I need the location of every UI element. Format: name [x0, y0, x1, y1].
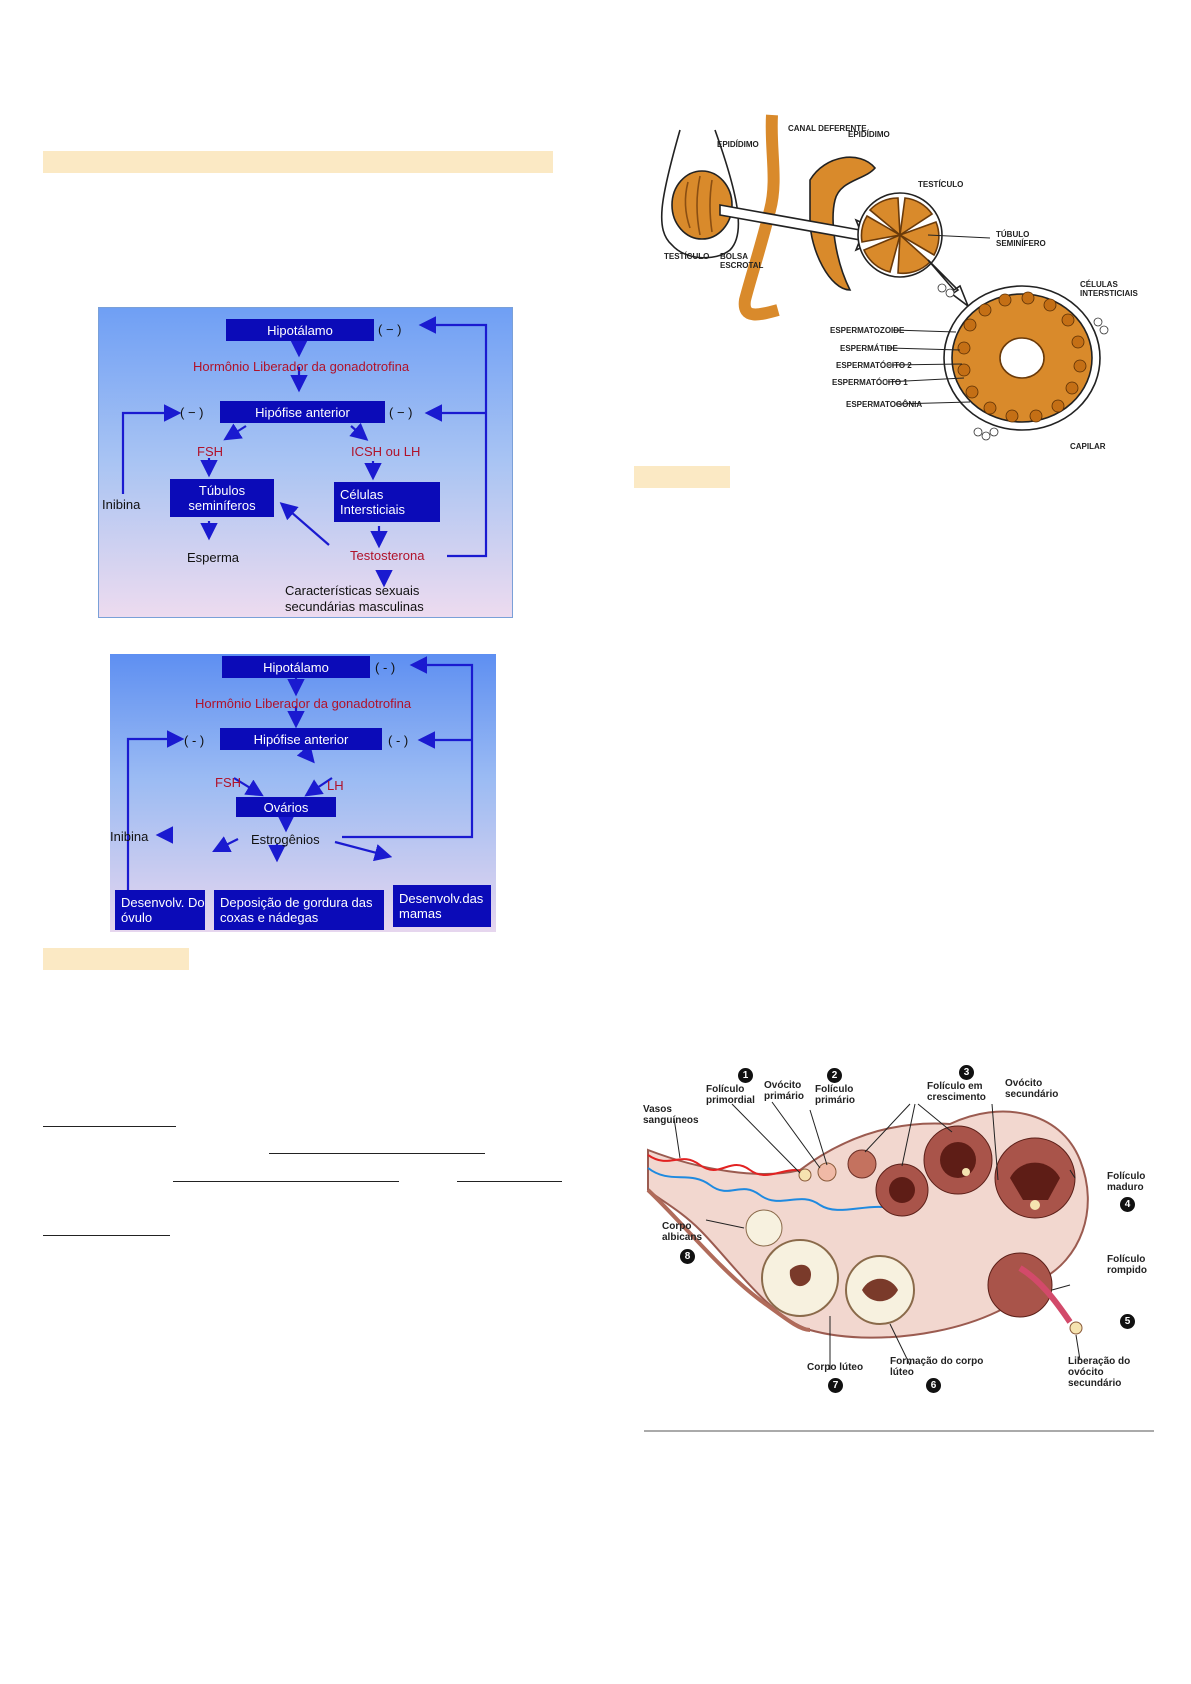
label-canal-deferente: CANAL DEFERENTE [788, 124, 867, 133]
negative-feedback-sign: ( − ) [378, 322, 402, 337]
label-bolsa-escrotal: BOLSA ESCROTAL [720, 252, 764, 270]
step-badge: 1 [738, 1068, 753, 1083]
desenvolv-mamas-box: Desenvolv.das mamas [393, 885, 491, 927]
step-badge: 4 [1120, 1197, 1135, 1212]
caracteristicas-line-2: secundárias masculinas [285, 599, 424, 614]
label-espermatozoide: ESPERMATOZOIDE [830, 326, 905, 335]
hormonio-liberador-label: Hormônio Liberador da gonadotrofina [193, 359, 410, 374]
tubulos-seminiferos-box: Túbulos seminíferos [170, 479, 274, 517]
negative-feedback-sign: ( - ) [375, 660, 396, 675]
caracteristicas-line-1: Características sexuais [285, 583, 420, 598]
label-espermatide: ESPERMÁTIDE [840, 344, 898, 353]
hipofise-anterior-box: Hipófise anterior [220, 728, 382, 750]
negative-feedback-sign: ( - ) [184, 733, 205, 748]
label-ovocito-primario: Ovócito primário [764, 1080, 805, 1102]
hipotalamo-box: Hipotálamo [222, 656, 370, 678]
male-flow-arrows [121, 316, 488, 588]
section-highlight-3 [634, 466, 730, 488]
label-epididimo-2: EPIDÍDIMO [848, 130, 890, 139]
label-testiculo: TESTÍCULO [918, 180, 964, 189]
hipofise-anterior-box: Hipófise anterior [220, 401, 385, 423]
female-flow-arrows [126, 656, 474, 916]
label-foliculo-maduro: Folículo maduro [1107, 1171, 1146, 1193]
ovary-illustration [646, 1101, 1089, 1370]
desenvolv-ovulo-box: Desenvolv. Do óvulo [115, 890, 205, 930]
negative-feedback-sign: ( - ) [388, 733, 409, 748]
esperma-label: Esperma [187, 550, 240, 565]
label-tubulo-seminifero: TÚBULO SEMINÍFERO [996, 230, 1046, 248]
celulas-intersticiais-box: Células Intersticiais [334, 482, 440, 522]
ovary-cycle-figure: 1 2 3 4 5 6 7 8 Folículo primordial Ovóc… [640, 1060, 1160, 1420]
label-capilar: CAPILAR [1070, 442, 1106, 451]
answer-line [173, 1181, 399, 1182]
label-testiculo-left: TESTÍCULO [664, 252, 710, 261]
label-espermatogonia: ESPERMATOGÔNIA [846, 400, 923, 409]
step-number: 4 [1124, 1199, 1131, 1210]
female-hormone-flowchart: Hipotálamo ( - ) Hormônio Liberador da g… [110, 654, 496, 932]
answer-line [457, 1181, 562, 1182]
section-highlight-1 [43, 151, 553, 173]
label-celulas-intersticiais: CÉLULAS INTERSTICIAIS [1080, 280, 1138, 298]
label-canal-deferente-text: CANAL DEFERENTE [788, 124, 867, 133]
step-badge: 7 [828, 1378, 843, 1393]
label-foliculo-crescimento: Folículo em crescimento [927, 1081, 986, 1103]
estrogenios-label-visible: Estrogênios [251, 832, 320, 847]
label-foliculo-rompido: Folículo rompido [1107, 1254, 1147, 1276]
label-foliculo-primordial: Folículo primordial [706, 1084, 755, 1106]
step-number: 5 [1124, 1316, 1131, 1327]
label-vasos-sanguineos: Vasos sanguíneos [643, 1104, 699, 1126]
fsh-label: FSH [197, 444, 223, 459]
negative-feedback-sign: ( − ) [180, 405, 204, 420]
male-hormone-flowchart: Hipotálamo ( − ) Hormônio Liberador da g… [98, 307, 513, 618]
testis-illustration [660, 114, 1109, 441]
step-badge: 2 [827, 1068, 842, 1083]
ovarios-box: Ovários [236, 797, 336, 817]
label-corpo-albicans: Corpo albicans [662, 1221, 703, 1243]
inibina-label: Inibina [102, 497, 141, 512]
step-badge: 3 [959, 1065, 974, 1080]
label-espermatocito-1: ESPERMATÓCITO 1 [832, 378, 908, 387]
figure-divider [644, 1430, 1154, 1432]
testosterona-label: Testosterona [350, 548, 425, 563]
answer-line [269, 1153, 485, 1154]
label-ovocito-secundario: Ovócito secundário [1005, 1078, 1059, 1100]
section-highlight-2 [43, 948, 189, 970]
step-number: 3 [963, 1067, 970, 1078]
step-number: 2 [831, 1070, 838, 1081]
hipotalamo-box: Hipotálamo [226, 319, 374, 341]
step-number: 7 [832, 1380, 839, 1391]
step-badge: 5 [1120, 1314, 1135, 1329]
step-badge: 8 [680, 1249, 695, 1264]
label-liberacao-ovocito: Liberação do ovócito secundário [1068, 1356, 1131, 1389]
testis-anatomy-figure: EPIDÍDIMO CANAL DEFERENTE EPIDÍDIMO TEST… [660, 110, 1150, 455]
label-foliculo-primario: Folículo primário [815, 1084, 856, 1106]
step-badge: 6 [926, 1378, 941, 1393]
label-formacao-corpo-luteo: Formação do corpo lúteo [890, 1356, 984, 1378]
label-espermatocito-2: ESPERMATÓCITO 2 [836, 361, 912, 370]
answer-line [43, 1235, 170, 1236]
step-number: 1 [742, 1070, 749, 1081]
inibina-label: Inibina [110, 829, 149, 844]
label-corpo-luteo: Corpo lúteo [807, 1362, 864, 1373]
label-epididimo: EPIDÍDIMO [717, 140, 759, 149]
negative-feedback-sign: ( − ) [389, 405, 413, 420]
step-number: 8 [684, 1251, 691, 1262]
fsh-label: FSH [215, 775, 241, 790]
lh-label: LH [327, 778, 344, 793]
icsh-lh-label: ICSH ou LH [351, 444, 421, 459]
step-number: 6 [930, 1380, 937, 1391]
hormonio-liberador-label: Hormônio Liberador da gonadotrofina [195, 696, 412, 711]
answer-line [43, 1126, 176, 1127]
deposicao-gordura-box: Deposição de gordura das coxas e nádegas [214, 890, 384, 930]
